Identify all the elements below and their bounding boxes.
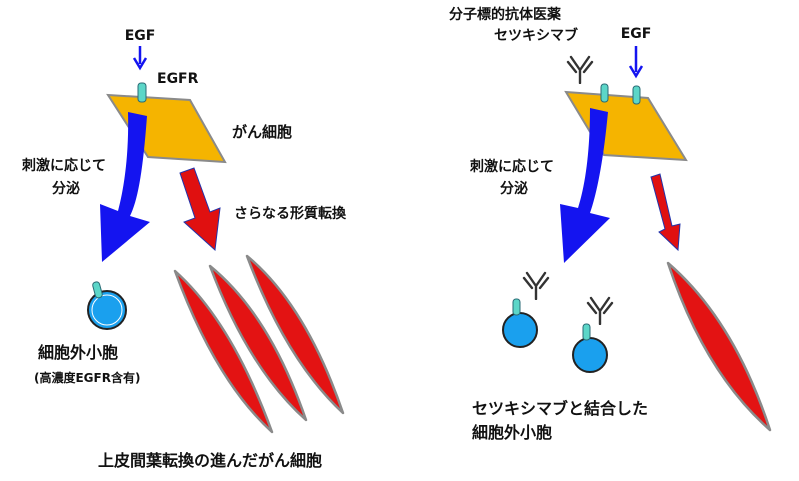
right-bound-line1: セツキシマブと結合した [472,399,648,418]
right-vesicle [502,312,538,348]
antibody-icon [586,296,614,325]
left-egfr-label: EGFR [157,71,199,87]
right-secretion-line2: 分泌 [500,180,528,197]
spindle-cell [245,254,345,415]
left-secretion-line1: 刺激に応じて [22,157,106,174]
left-egfr-receptor [137,82,147,103]
antibody-icon [566,55,594,84]
right-transition-arrow [650,173,681,252]
left-transition-arrow [179,167,221,252]
left-egf-arrow [132,46,148,71]
left-cancer-cell-label: がん細胞 [232,123,292,141]
right-secretion-line1: 刺激に応じて [470,158,554,175]
right-egfr-receptor [600,83,609,103]
left-emt-caption: 上皮間葉転換の進んだがん細胞 [98,451,322,470]
right-bound-vesicle [502,271,550,348]
left-egf-label: EGF [125,28,156,44]
right-vesicle-receptor [512,298,521,316]
right-vesicle-receptor [582,323,591,341]
right-egf-arrow [628,46,644,79]
left-secretion-arrow [100,112,150,262]
antibody-icon [522,271,550,300]
spindle-cell [208,264,308,422]
left-vesicle-note: (高濃度EGFR含有) [34,370,140,385]
right-egfr-receptor [632,85,641,105]
left-transition-label: さらなる形質転換 [234,205,347,222]
right-bound-line2: 細胞外小胞 [472,423,552,442]
left-vesicle-inner [91,294,123,326]
right-vesicle [572,337,608,373]
left-vesicle-title: 細胞外小胞 [38,343,118,362]
right-drug-line2: セツキシマブ [494,27,578,44]
left-vesicle [87,290,127,330]
right-bound-vesicle [572,296,614,373]
left-vesicle-receptor [92,281,103,299]
left-spindle-cells [173,254,345,434]
right-secretion-arrow [560,108,610,263]
right-spindle-cell [666,261,772,432]
left-panel: EGF EGFR がん細胞 刺激に応じて 分泌 さらなる形質転換 細胞外小胞 (… [22,28,347,470]
right-egf-label: EGF [621,26,652,42]
left-cancer-cell [106,93,227,164]
right-cancer-cell [564,90,688,162]
spindle-cell [173,269,274,434]
right-drug-line1: 分子標的抗体医薬 [449,6,561,23]
right-panel: 分子標的抗体医薬 セツキシマブ EGF 刺激に応じて 分泌 セツキシマブ [449,6,772,442]
left-secretion-line2: 分泌 [52,180,80,197]
